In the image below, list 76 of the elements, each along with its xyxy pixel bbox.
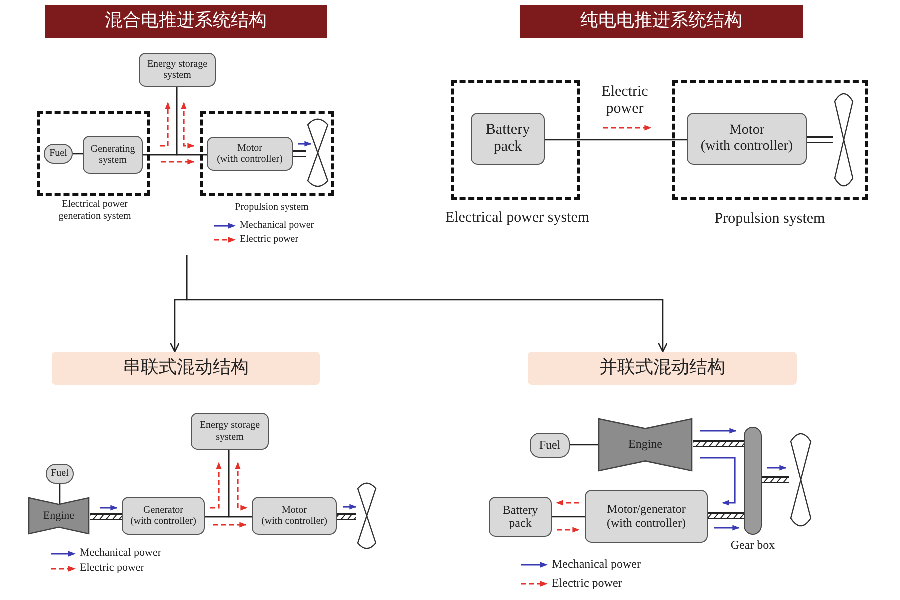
box-label: Battery pack xyxy=(502,504,540,530)
rounded-label-box xyxy=(44,144,73,164)
box-label: Generating system xyxy=(90,144,136,166)
arrow xyxy=(235,462,248,511)
process-box xyxy=(207,137,293,171)
group-label: Electrical power generation system xyxy=(58,199,132,222)
connector-line xyxy=(570,444,598,446)
process-box xyxy=(83,136,143,174)
arrow xyxy=(700,457,736,506)
section-title: 串联式混动结构 xyxy=(123,358,249,379)
box-label: Fuel xyxy=(50,148,68,160)
arrow xyxy=(298,141,312,147)
arrow xyxy=(714,525,740,531)
process-box xyxy=(687,113,807,165)
section-header-band xyxy=(52,352,320,385)
rounded-label-box xyxy=(46,464,74,484)
box-label: Fuel xyxy=(51,468,69,480)
section-title: 并联式混动结构 xyxy=(600,358,726,379)
connector-line xyxy=(228,450,252,518)
box-label: Fuel xyxy=(539,438,561,452)
process-box xyxy=(139,53,216,87)
arrow xyxy=(213,522,247,528)
arrow xyxy=(343,504,357,510)
group-label: Electrical power system xyxy=(444,210,591,228)
box-label: Energy storage system xyxy=(146,58,209,82)
gear-box-bar xyxy=(744,427,762,535)
process-box xyxy=(122,497,205,535)
rounded-label-box xyxy=(530,433,570,458)
legend-label: Mechanical power xyxy=(240,220,314,232)
arrow xyxy=(603,125,652,131)
arrow xyxy=(700,428,737,434)
dashed-group-border xyxy=(451,80,580,200)
box-label: Motor (with controller) xyxy=(262,504,328,528)
connector-line xyxy=(545,139,687,141)
process-box xyxy=(191,413,269,450)
legend-label: Electric power xyxy=(552,576,622,590)
legend-label: Mechanical power xyxy=(552,558,641,572)
box-label: Motor (with controller) xyxy=(217,142,283,166)
arrow xyxy=(160,102,171,147)
arrow xyxy=(100,505,118,511)
arrow xyxy=(161,159,195,165)
process-box xyxy=(471,113,545,165)
process-box xyxy=(252,497,337,535)
section-title: 纯电电推进系统结构 xyxy=(580,11,742,32)
arrow xyxy=(767,465,787,471)
engine-label: Engine xyxy=(628,438,662,452)
section-header-band xyxy=(528,352,797,385)
connector-line xyxy=(176,87,207,156)
box-label: Generator (with controller) xyxy=(130,504,196,528)
box-label: Energy storage system xyxy=(198,420,262,443)
process-box xyxy=(585,490,708,543)
box-label: Battery pack xyxy=(484,122,532,156)
dashed-group-border xyxy=(672,80,868,200)
arrow xyxy=(186,255,668,353)
part-label: Gear box xyxy=(730,539,776,553)
group-label: Propulsion system xyxy=(714,211,826,228)
box-label: Motor (with controller) xyxy=(700,123,794,155)
arrow xyxy=(210,462,222,509)
arrow xyxy=(181,102,195,149)
section-header-band xyxy=(45,5,327,38)
legend-label: Electric power xyxy=(240,234,299,246)
engine-label: Engine xyxy=(43,510,75,522)
process-box xyxy=(489,497,552,537)
arrow xyxy=(556,500,579,506)
connector-line xyxy=(73,153,83,155)
dashed-group-border xyxy=(200,111,334,196)
connector-line xyxy=(59,484,61,505)
connector-line xyxy=(552,516,585,518)
section-header-band xyxy=(520,5,803,38)
box-label: Motor/generator (with controller) xyxy=(607,503,686,530)
dashed-group-border xyxy=(37,111,150,196)
arrow xyxy=(557,527,580,533)
legend-label: Mechanical power xyxy=(80,547,162,560)
section-title: 混合电推进系统结构 xyxy=(105,11,267,32)
group-label: Propulsion system xyxy=(234,202,310,214)
legend-label: Electric power xyxy=(80,562,144,575)
